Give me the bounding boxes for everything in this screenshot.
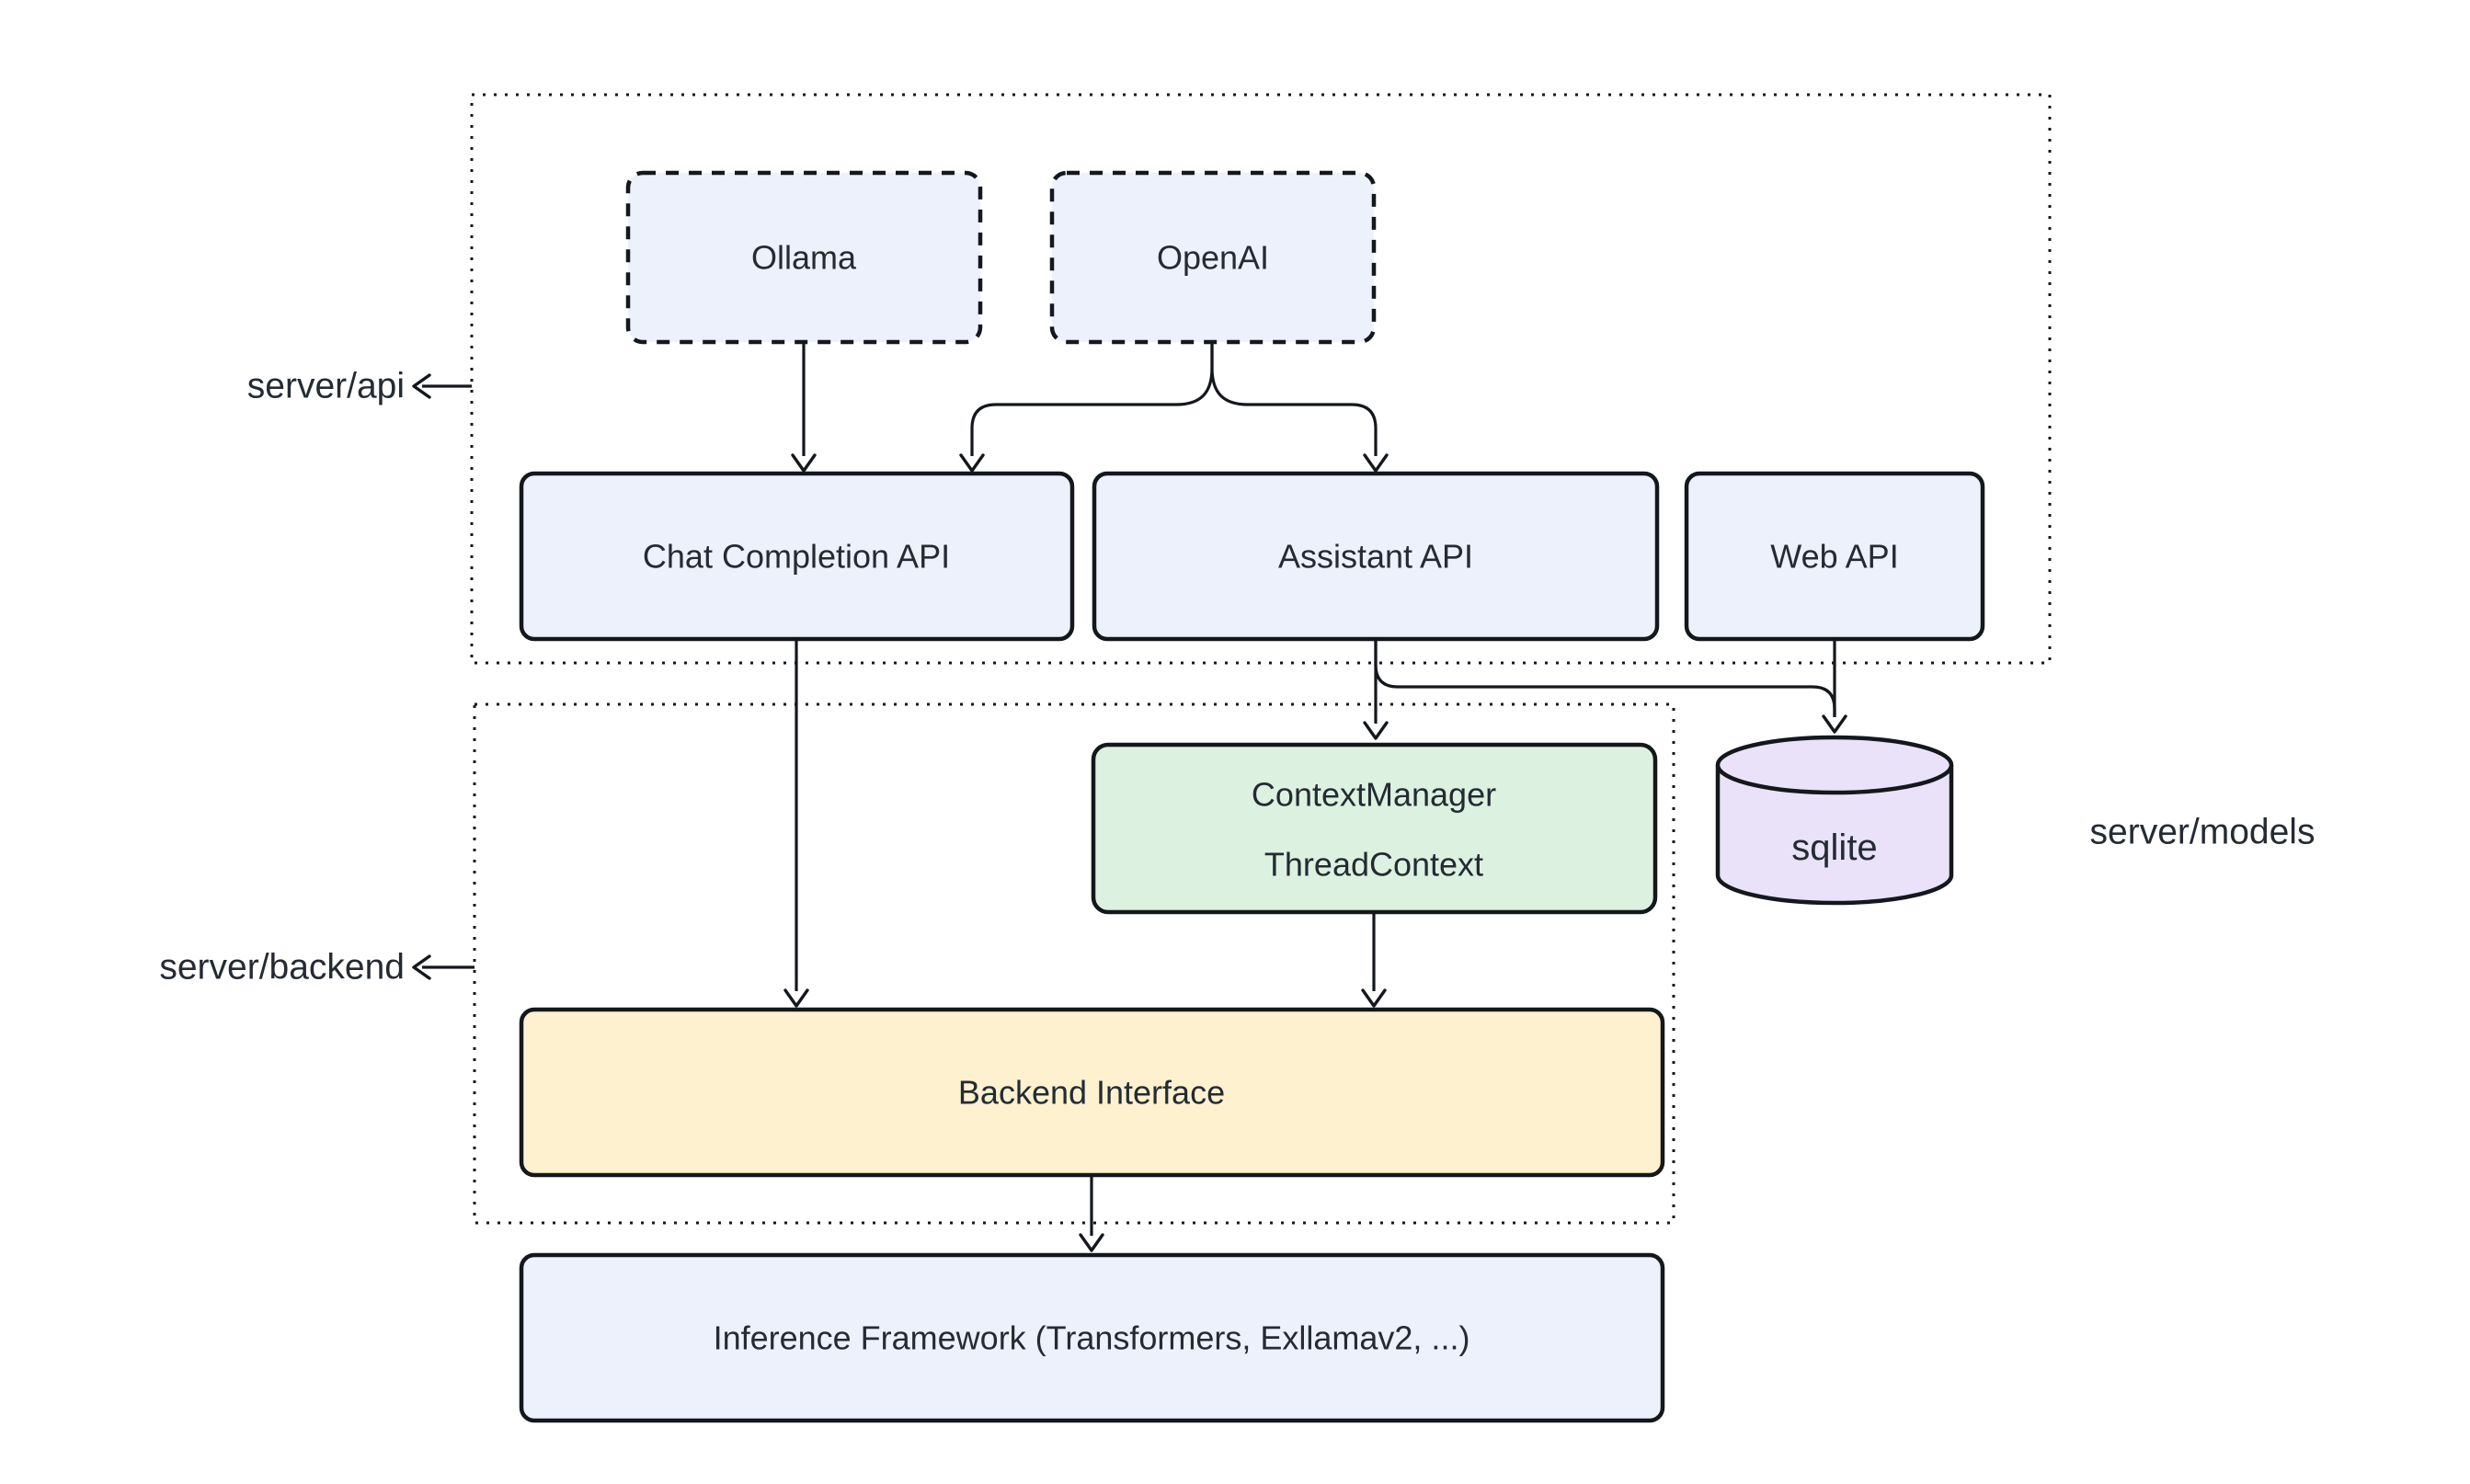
node-assistant-api-label: Assistant API [1278,538,1473,576]
node-chat-completion-api: Chat Completion API [519,471,1075,642]
edge-openai-chat [970,344,1214,456]
arrowhead-chat-backend [783,988,809,1008]
arrowhead-server-api-pointer [412,373,431,399]
node-context-manager-label-line1: ContextManager [1252,776,1496,814]
node-openai: OpenAI [1049,170,1377,345]
node-inference-framework-box [519,1252,1665,1423]
arrowhead-backend-inference [1079,1233,1104,1252]
node-context-manager-box [1091,742,1658,915]
sqlite-cylinder-top [1715,735,1954,795]
arrowhead-ollama-chat [791,453,817,473]
arrowhead-assistant-context [1363,721,1389,740]
node-ollama: Ollama [625,170,983,345]
node-sqlite: sqlite [1715,735,1954,906]
node-context-manager-label-line2: ThreadContext [1264,846,1483,884]
node-web-api-label: Web API [1770,538,1898,576]
container-server-backend [473,702,1675,1225]
label-server-models: server/models [2090,813,2316,852]
node-context-manager: ContextManager ThreadContext [1091,742,1658,915]
node-web-api: Web API [1684,471,1985,642]
arrowhead-openai-assistant [1363,453,1389,473]
node-chat-completion-api-box [519,471,1075,642]
node-ollama-label: Ollama [751,239,857,277]
sqlite-cylinder-body [1715,765,1954,906]
node-assistant-api: Assistant API [1092,471,1660,642]
node-backend-interface-label: Backend Interface [958,1074,1225,1112]
container-server-api [470,93,2052,665]
node-openai-label: OpenAI [1157,239,1269,277]
node-backend-interface-box [519,1007,1665,1178]
arrowhead-sqlite [1822,714,1847,734]
edge-assistant-sqlite [1374,641,1836,717]
node-inference-framework: Inference Framework (Transformers, Exlla… [519,1252,1665,1423]
node-assistant-api-box [1092,471,1660,642]
arrowhead-context-backend [1361,988,1387,1008]
node-sqlite-label: sqlite [1791,828,1877,868]
label-server-api: server/api [247,367,405,406]
edges [412,344,1847,1252]
node-chat-completion-api-label: Chat Completion API [643,538,950,576]
node-inference-framework-label: Inference Framework (Transformers, Exlla… [714,1319,1470,1357]
arrowhead-openai-chat [959,453,985,473]
node-openai-box [1049,170,1377,345]
node-ollama-box [625,170,983,345]
node-backend-interface: Backend Interface [519,1007,1665,1178]
label-server-backend: server/backend [159,948,405,987]
node-web-api-box [1684,471,1985,642]
arrowhead-server-backend-pointer [412,954,431,980]
edge-openai-assistant [1210,344,1378,456]
